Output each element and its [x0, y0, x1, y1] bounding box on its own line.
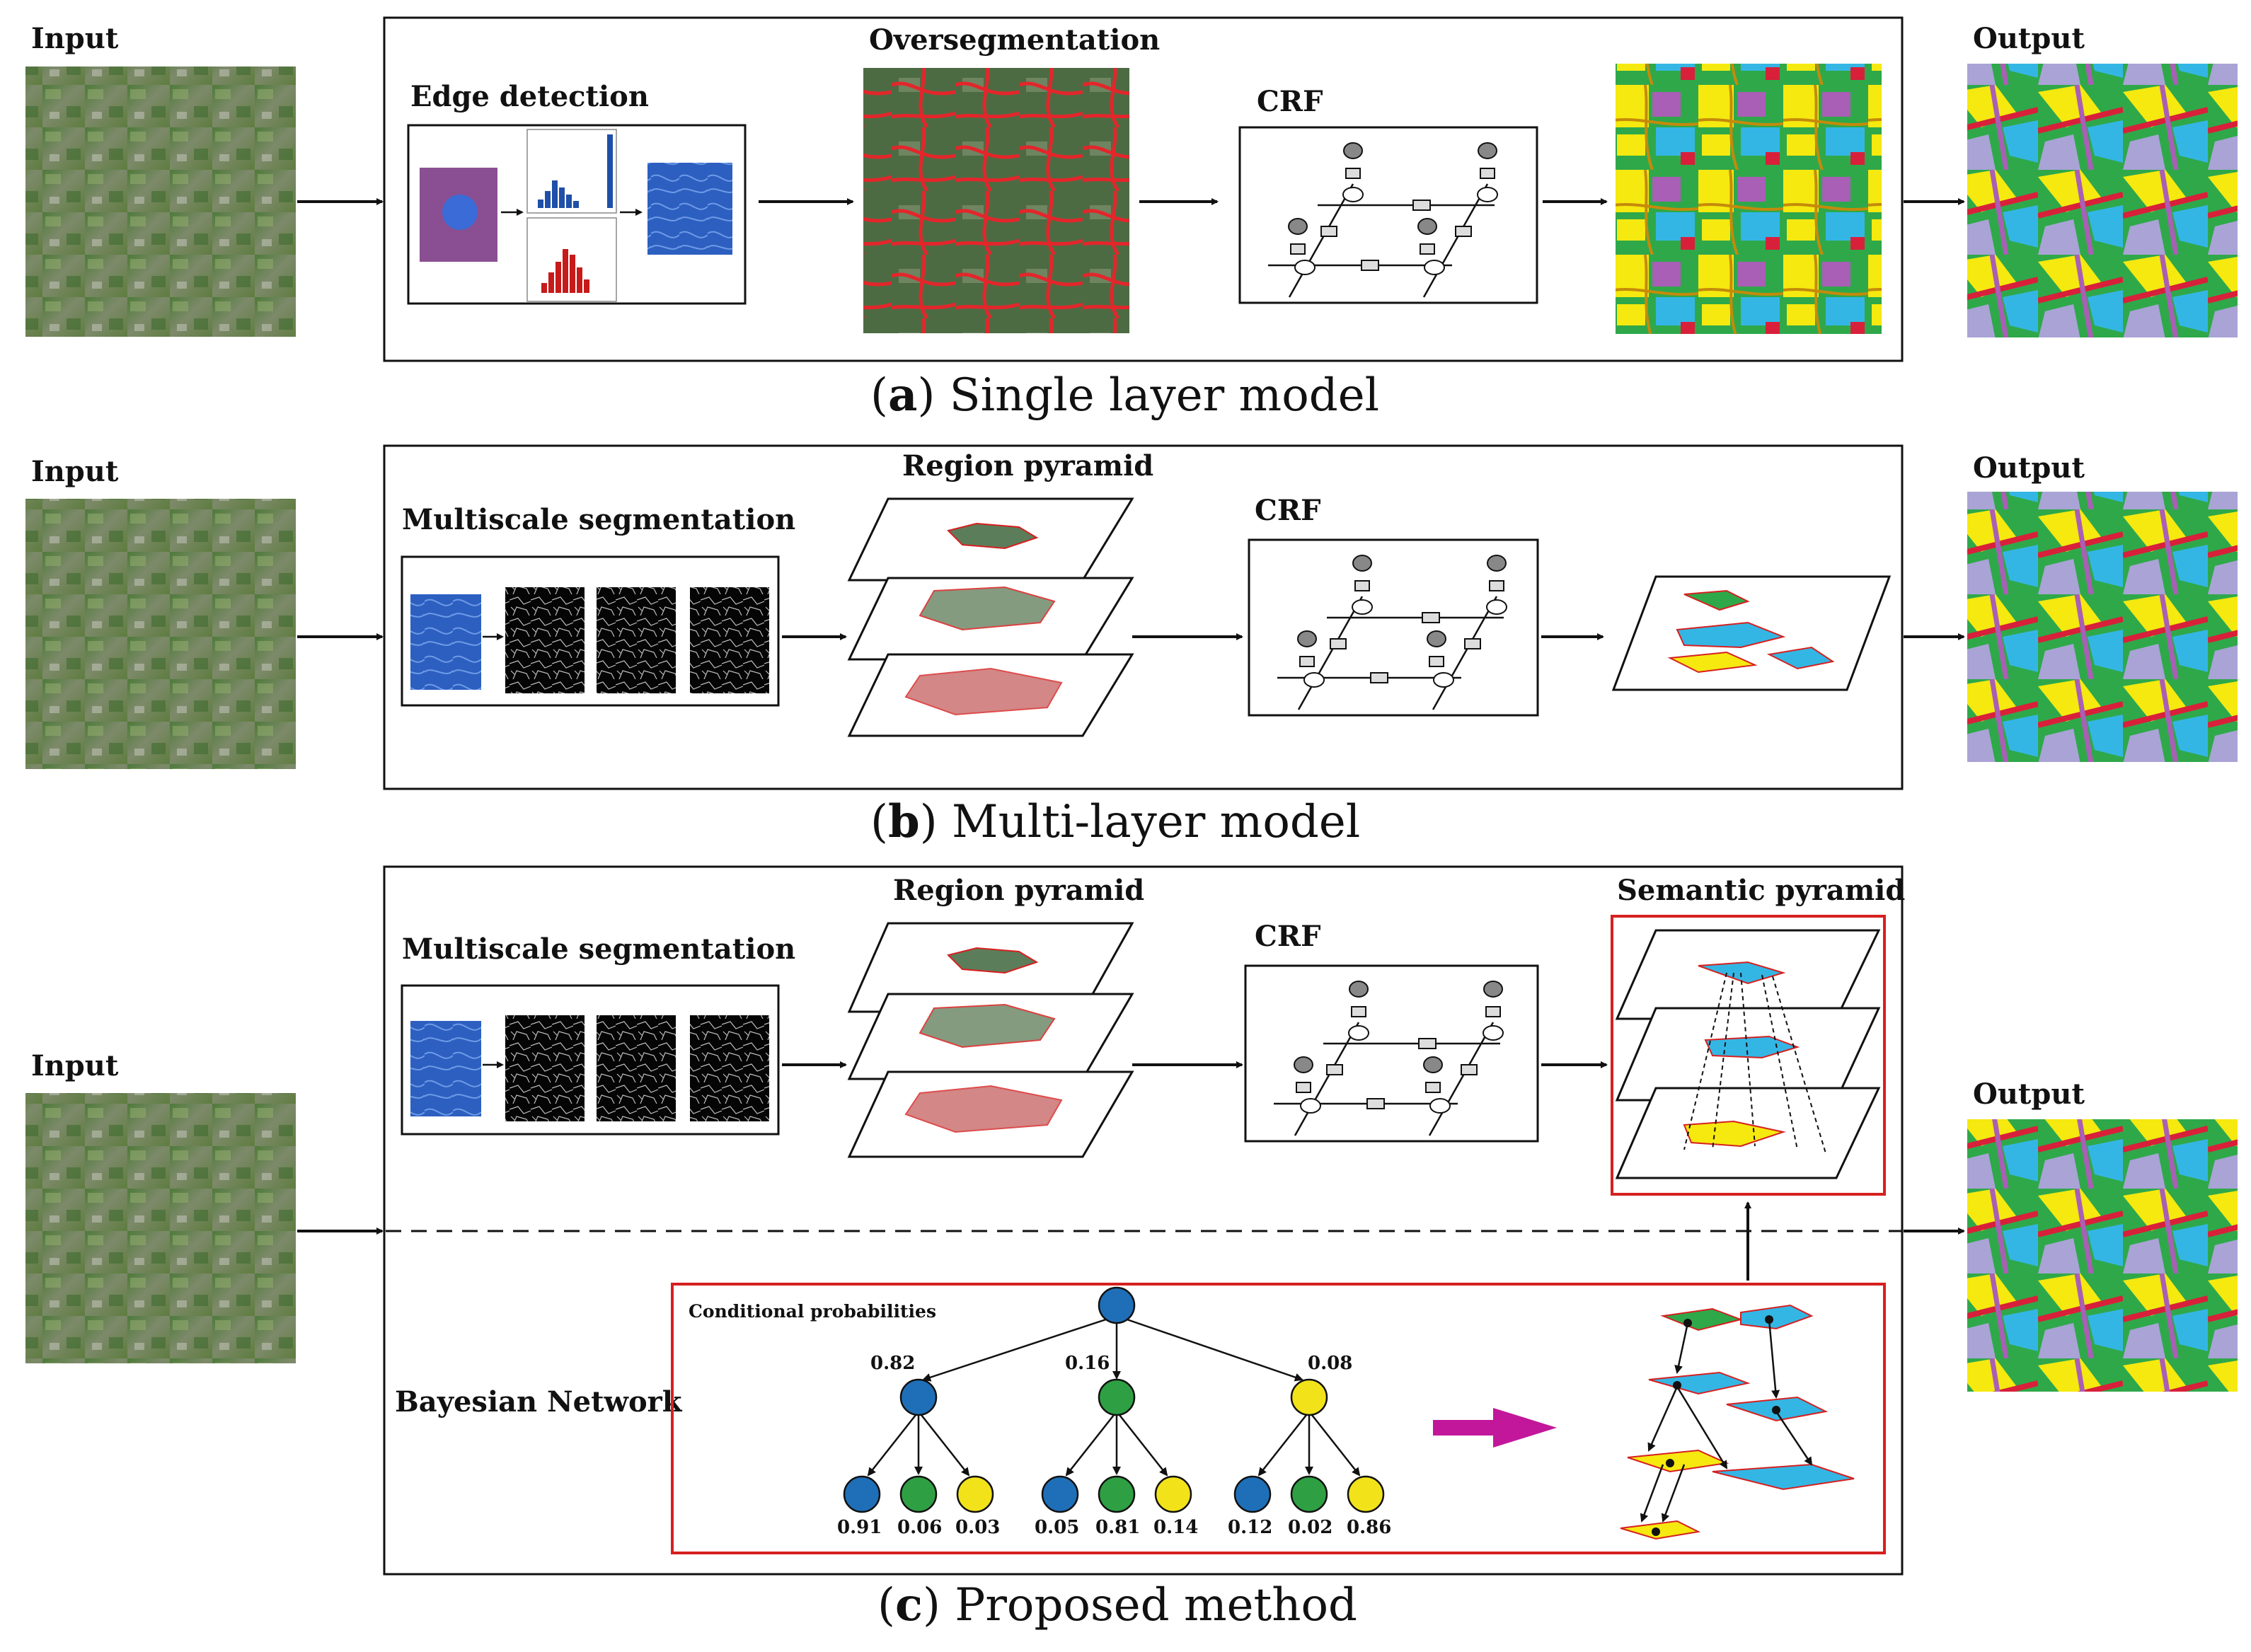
leaf-node-green-2	[1098, 1475, 1136, 1513]
process-box-c	[383, 865, 1904, 1576]
leaf-node-yellow-1	[956, 1475, 994, 1513]
edge-detection-label: Edge detection	[410, 80, 649, 113]
crf-graph-c	[1274, 981, 1504, 1136]
leaf-node-blue-2	[1041, 1475, 1079, 1513]
multiscale-label-b: Multiscale segmentation	[402, 503, 795, 536]
multiscale-label-c: Multiscale segmentation	[402, 932, 795, 966]
blue-edge-map-c	[410, 1021, 481, 1116]
output-label-a: Output	[1973, 22, 2085, 55]
prob-leaf-4: 0.05	[1035, 1517, 1079, 1538]
bayesian-tree: 0.82 0.16 0.08 0.91 0.06 0.03 0.05 0.81 …	[837, 1286, 1391, 1538]
caption-text-a: Single layer model	[950, 369, 1379, 422]
histogram-blue	[526, 129, 617, 214]
level1-node-yellow	[1290, 1378, 1328, 1416]
prob-level1-1: 0.82	[870, 1353, 915, 1374]
process-box-a	[383, 16, 1904, 362]
blue-edge-map-b	[410, 594, 481, 690]
input-satellite-image-a	[25, 67, 296, 337]
input-satellite-image-c	[25, 1093, 296, 1363]
histogram-red	[526, 217, 617, 302]
output-image-b	[1967, 492, 2238, 762]
thumbnail-blob	[442, 195, 478, 230]
semantic-pyramid-label: Semantic pyramid	[1617, 874, 1905, 907]
crf-panel-c	[1244, 964, 1539, 1143]
leaf-node-green-1	[899, 1475, 938, 1513]
caption-letter-a: a	[888, 369, 917, 422]
multiscale-panel-b	[401, 555, 780, 707]
magenta-arrow	[1433, 1408, 1557, 1448]
input-label-c: Input	[31, 1049, 119, 1082]
prob-leaf-1: 0.91	[837, 1517, 882, 1538]
row-b: Input Multiscale segmentation Region pyr…	[25, 444, 2238, 848]
edge-scale-1-b	[505, 587, 585, 693]
region-pyramid-label-b: Region pyramid	[902, 449, 1153, 483]
region-pyramid-label-c: Region pyramid	[893, 874, 1144, 907]
row-a: Input Edge detection	[25, 16, 2238, 422]
input-label-a: Input	[31, 22, 119, 55]
prob-leaf-3: 0.03	[955, 1517, 1000, 1538]
prob-leaf-9: 0.86	[1347, 1517, 1391, 1538]
conditional-probabilities-label: Conditional probabilities	[689, 1301, 936, 1322]
semantic-pyramid	[1615, 929, 1881, 1179]
output-label-b: Output	[1973, 451, 2085, 485]
output-image-c	[1967, 1119, 2238, 1392]
bayesian-network-frame	[671, 1283, 1886, 1554]
caption-b: (b) Multi-layer model	[870, 795, 1360, 848]
crf-segmentation-image-a	[1616, 64, 1882, 334]
leaf-node-yellow-3	[1347, 1475, 1385, 1513]
crf-label-b: CRF	[1255, 494, 1320, 527]
edge-detection-panel	[407, 124, 747, 305]
prob-level1-3: 0.08	[1308, 1353, 1352, 1374]
caption-letter-b: b	[888, 795, 920, 848]
level1-node-blue	[899, 1378, 938, 1416]
leaf-node-yellow-2	[1154, 1475, 1192, 1513]
labeled-plane-b	[1611, 575, 1892, 691]
crf-graph-b	[1277, 555, 1507, 710]
edge-map-blue	[647, 163, 732, 255]
multiscale-panel-c	[401, 984, 780, 1136]
prob-leaf-6: 0.14	[1153, 1517, 1198, 1538]
bayesian-network-label: Bayesian Network	[395, 1385, 683, 1419]
process-box-b	[383, 444, 1904, 790]
oversegmentation-label: Oversegmentation	[869, 23, 1160, 57]
oversegmentation-image	[863, 68, 1129, 333]
caption-text-c: Proposed method	[955, 1579, 1357, 1631]
prob-level1-2: 0.16	[1065, 1353, 1110, 1374]
edge-scale-2-c	[597, 1015, 676, 1121]
edge-scale-1-c	[505, 1015, 585, 1121]
caption-c: (c) Proposed method	[877, 1578, 1357, 1631]
prob-leaf-8: 0.02	[1288, 1517, 1332, 1538]
caption-text-b: Multi-layer model	[952, 796, 1360, 848]
crf-panel-b	[1248, 538, 1539, 717]
leaf-node-green-3	[1290, 1475, 1328, 1513]
prob-leaf-2: 0.06	[897, 1517, 942, 1538]
crf-label-c: CRF	[1255, 920, 1320, 953]
row-c: Input Multiscale segmentation Region pyr…	[25, 865, 2238, 1631]
edge-scale-2-b	[597, 587, 676, 693]
caption-letter-c: c	[895, 1578, 923, 1631]
semantic-pyramid-frame	[1611, 915, 1886, 1196]
edge-scale-3-b	[690, 587, 769, 693]
edge-scale-3-c	[690, 1015, 769, 1121]
level1-node-green	[1098, 1378, 1136, 1416]
crf-panel-a	[1238, 126, 1538, 304]
output-label-c: Output	[1973, 1078, 2085, 1111]
output-image-a	[1967, 64, 2238, 337]
crf-graph-a	[1268, 142, 1498, 298]
prob-leaf-7: 0.12	[1228, 1517, 1272, 1538]
bayes-semantic-graph	[1620, 1304, 1855, 1540]
input-label-b: Input	[31, 455, 119, 488]
region-pyramid-c	[847, 922, 1134, 1158]
leaf-node-blue-1	[843, 1475, 881, 1513]
input-satellite-image-b	[25, 499, 296, 769]
prob-leaf-5: 0.81	[1095, 1517, 1140, 1538]
caption-a: (a) Single layer model	[870, 369, 1379, 422]
root-node-blue	[1098, 1286, 1136, 1324]
crf-label-a: CRF	[1257, 85, 1323, 118]
leaf-node-blue-3	[1233, 1475, 1272, 1513]
region-pyramid-b	[847, 497, 1134, 737]
